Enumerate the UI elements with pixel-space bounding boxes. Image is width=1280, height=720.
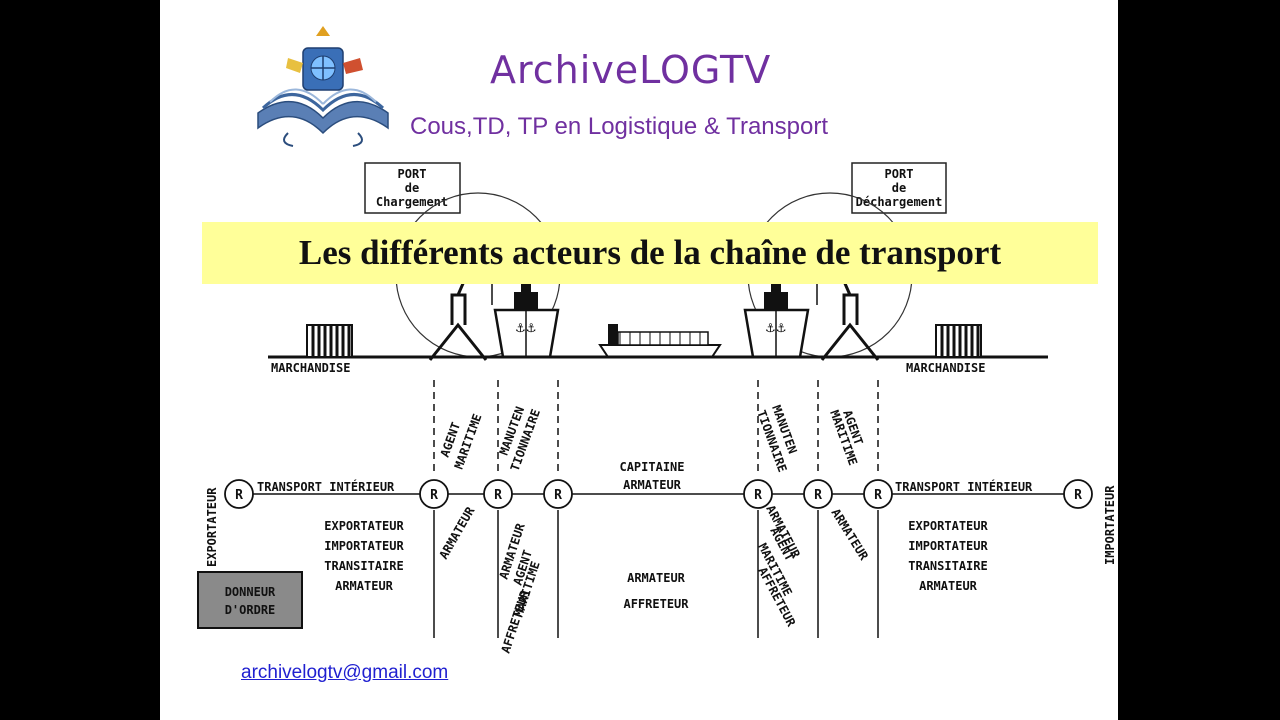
relay-label: R <box>754 488 762 503</box>
transport-chain-diagram: PORT de Chargement PORT de Déchargement <box>197 162 1117 655</box>
armateur-center-label: ARMATEUR <box>623 478 682 492</box>
donneur-line2: D'ORDRE <box>225 603 276 617</box>
container-left-icon <box>306 324 353 358</box>
relay-nodes <box>224 479 1093 509</box>
port-loading-line1: PORT <box>398 167 427 181</box>
marchandise-left-label: MARCHANDISE <box>271 361 350 375</box>
title-banner: Les différents acteurs de la chaîne de t… <box>202 222 1098 284</box>
ship-right-icon: ⚓⚓ <box>743 282 810 359</box>
exportateur-vertical-label: EXPORTATEUR <box>205 487 219 567</box>
relay-label: R <box>814 488 822 503</box>
port-unloading-line2: de <box>892 181 906 195</box>
relay-label: R <box>874 488 882 503</box>
left-role: ARMATEUR <box>335 579 394 593</box>
affreteur-left-diag: AFFRETEUR <box>499 588 533 655</box>
center-role: ARMATEUR <box>627 571 686 585</box>
relay-label: R <box>494 488 502 503</box>
relay-label: R <box>430 488 438 503</box>
marchandise-right-label: MARCHANDISE <box>906 361 985 375</box>
container-right-icon <box>935 324 982 358</box>
left-role: TRANSITAIRE <box>324 559 403 573</box>
ship-left-icon: ⚓⚓ <box>493 282 560 359</box>
container-ship-icon <box>598 324 722 358</box>
right-role: TRANSITAIRE <box>908 559 987 573</box>
port-loading-line2: de <box>405 181 419 195</box>
armateur-left-diag-a: ARMATEUR <box>436 504 477 562</box>
banner-title: Les différents acteurs de la chaîne de t… <box>298 233 1002 272</box>
importateur-vertical-label: IMPORTATEUR <box>1103 485 1117 565</box>
armateur-right-diag-b: ARMATEUR <box>828 506 871 563</box>
port-unloading-line3: Déchargement <box>856 195 943 209</box>
port-loading-box <box>364 162 461 214</box>
port-unloading-box <box>851 162 947 214</box>
transport-interieur-left: TRANSPORT INTÉRIEUR <box>257 479 395 494</box>
right-role: EXPORTATEUR <box>908 519 988 533</box>
vertical-lines <box>433 380 879 638</box>
port-unloading-line1: PORT <box>885 167 914 181</box>
transport-interieur-right: TRANSPORT INTÉRIEUR <box>895 479 1033 494</box>
book-logo-icon <box>257 26 389 147</box>
left-role: EXPORTATEUR <box>324 519 404 533</box>
capitaine-label: CAPITAINE <box>619 460 684 474</box>
center-role: AFFRETEUR <box>623 597 689 611</box>
relay-label: R <box>235 488 243 503</box>
relay-label: R <box>1074 488 1082 503</box>
brand-subtitle: Cous,TD, TP en Logistique & Transport <box>410 113 828 140</box>
slide: ArchiveLOGTV Cous,TD, TP en Logistique &… <box>160 0 1118 720</box>
relay-label: R <box>554 488 562 503</box>
donneur-line1: DONNEUR <box>225 585 276 599</box>
left-role: IMPORTATEUR <box>324 539 404 553</box>
brand-title: ArchiveLOGTV <box>490 48 772 92</box>
port-loading-line3: Chargement <box>376 195 448 209</box>
right-role: IMPORTATEUR <box>908 539 988 553</box>
donneur-ordre-box <box>197 571 303 629</box>
contact-email-link[interactable]: archivelogtv@gmail.com <box>241 662 449 683</box>
right-role: ARMATEUR <box>919 579 978 593</box>
